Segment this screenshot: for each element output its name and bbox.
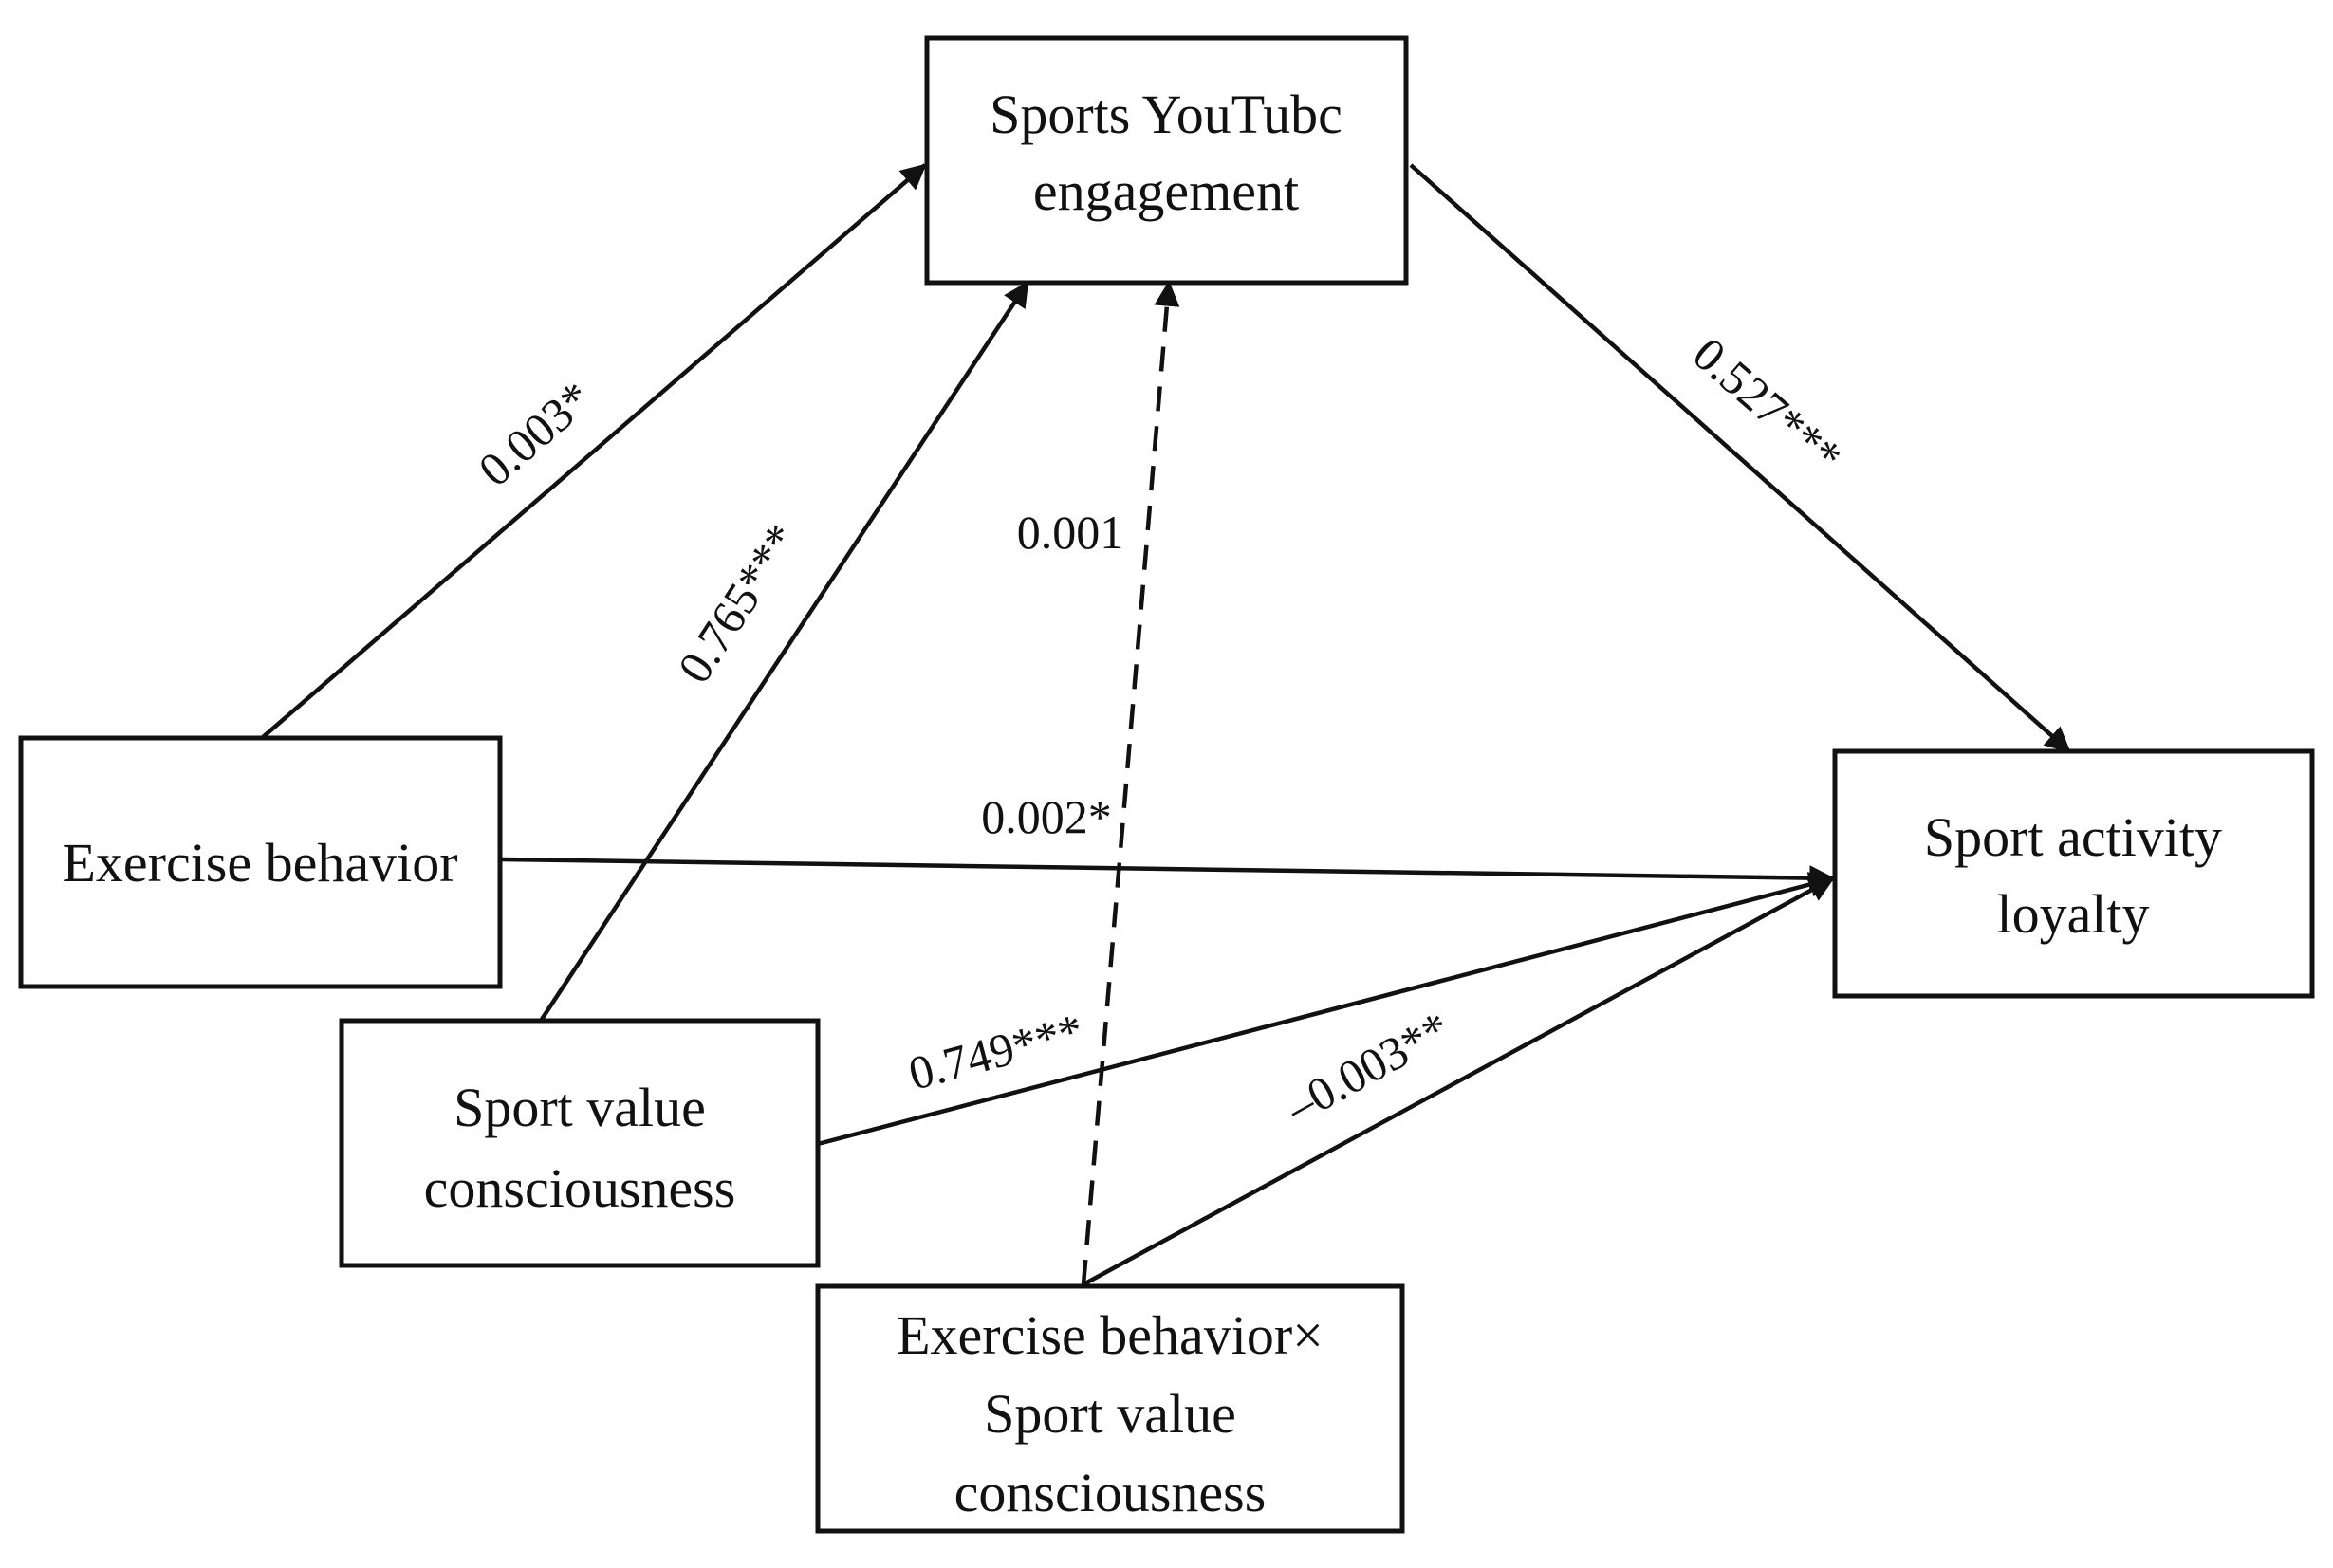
arrow-value-to-loyalty — [817, 872, 1836, 1147]
coef-interaction-to-engagement: 0.001 — [1017, 506, 1124, 559]
node-exercise-line-1: Exercise behavior — [62, 832, 457, 894]
coef-value-to-loyalty: 0.749*** — [903, 1003, 1089, 1100]
node-loyalty: Sport activity loyalty — [1832, 748, 2315, 999]
node-engagement-line-2: engagement — [1033, 160, 1299, 222]
coef-exercise-to-engagement: 0.003* — [469, 371, 602, 496]
coef-exercise-to-loyalty: 0.002* — [981, 790, 1112, 843]
arrow-value-to-engagement — [539, 281, 1029, 1023]
arrow-interaction-to-engagement — [1081, 280, 1180, 1285]
node-exercise: Exercise behavior — [18, 735, 503, 989]
coefficients: 0.003* 0.765*** 0.001 0.527*** 0.002* 0.… — [469, 327, 1853, 1134]
node-engagement-line-1: Sports YouTubc — [990, 83, 1342, 145]
node-value: Sport value consciousness — [339, 1018, 821, 1268]
node-interaction-line-2: Sport value — [984, 1383, 1236, 1445]
arrow-interaction-to-loyalty — [1082, 876, 1835, 1286]
arrow-engagement-to-loyalty — [1409, 163, 2071, 753]
node-interaction: Exercise behavior× Sport value conscious… — [815, 1283, 1405, 1534]
node-engagement: Sports YouTubc engagement — [924, 35, 1409, 286]
coef-interaction-to-loyalty: –0.003** — [1276, 1001, 1458, 1134]
arrow-exercise-to-engagement — [260, 163, 927, 740]
node-interaction-line-1: Exercise behavior× — [897, 1304, 1324, 1366]
node-loyalty-line-1: Sport activity — [1924, 806, 2222, 868]
coef-value-to-engagement: 0.765*** — [667, 514, 808, 692]
edges — [260, 163, 2071, 1286]
node-value-line-2: consciousness — [424, 1157, 736, 1219]
node-loyalty-line-2: loyalty — [1996, 883, 2149, 945]
arrow-exercise-to-loyalty — [501, 857, 1836, 892]
node-interaction-line-3: consciousness — [954, 1462, 1267, 1523]
coef-engagement-to-loyalty: 0.527*** — [1683, 327, 1852, 484]
node-value-line-1: Sport value — [454, 1077, 706, 1138]
